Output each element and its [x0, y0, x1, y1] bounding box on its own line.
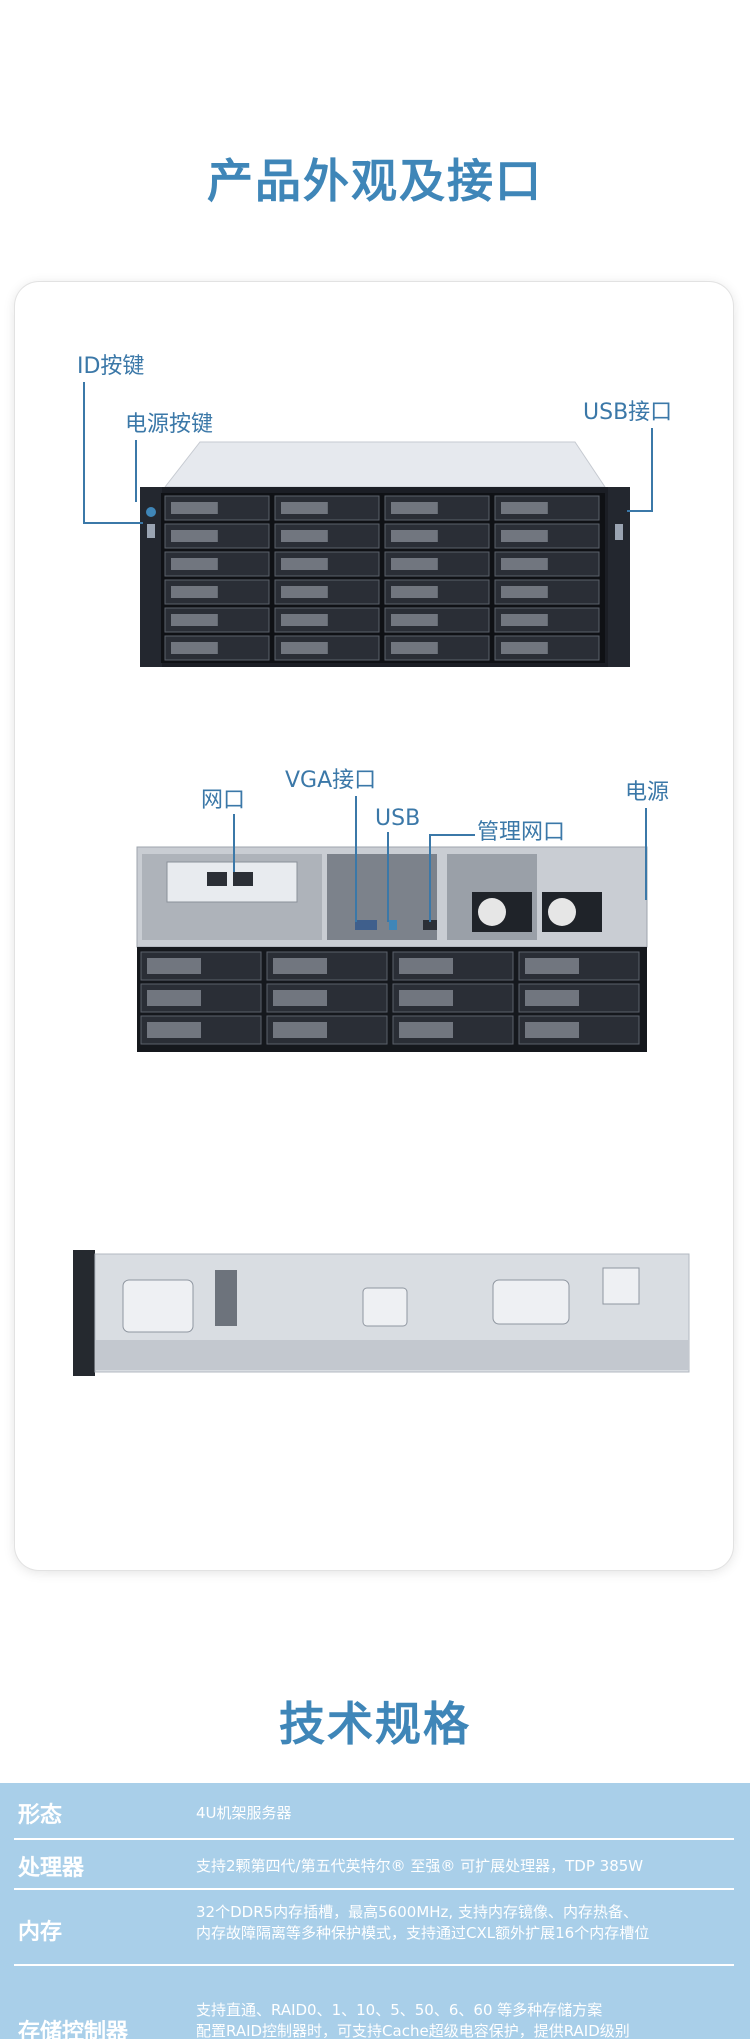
- power-button-callout-line: [135, 440, 137, 502]
- product-appearance-card: ID按键 电源按键 USB接口 网口 VGA接口 USB 管理网口 电源: [15, 282, 733, 1570]
- server-front-image: [140, 441, 630, 667]
- network-port-callout-line: [233, 814, 235, 872]
- id-button-callout-line: [83, 382, 85, 524]
- spec-divider: [14, 1838, 734, 1840]
- network-port-label: 网口: [201, 788, 246, 813]
- spec-value: 32个DDR5内存插槽，最高5600MHz, 支持内存镜像、内存热备、: [196, 1903, 638, 1921]
- spec-value: 4U机架服务器: [196, 1804, 292, 1822]
- power-button-label: 电源按键: [125, 412, 214, 437]
- spec-label: 形态: [18, 1803, 63, 1828]
- spec-table: 形态 4U机架服务器 处理器 支持2颗第四代/第五代英特尔® 至强® 可扩展处理…: [0, 1783, 750, 2039]
- usb-port-callout-line-h: [627, 510, 653, 512]
- section-title-spec: 技术规格: [279, 1697, 471, 1751]
- spec-divider: [14, 1964, 734, 1966]
- spec-value: 配置RAID控制器时，可支持Cache超级电容保护，提供RAID级别: [196, 2022, 630, 2039]
- spec-value: 支持直通、RAID0、1、10、5、50、6、60 等多种存储方案: [196, 2001, 603, 2019]
- server-rear-image: [136, 846, 648, 1052]
- usb-label: USB: [375, 806, 421, 831]
- spec-value: 内存故障隔离等多种保护模式，支持通过CXL额外扩展16个内存槽位: [196, 1924, 650, 1942]
- spec-label: 内存: [18, 1920, 63, 1945]
- usb-port-label: USB接口: [583, 400, 673, 425]
- mgmt-port-callout-line-h: [429, 834, 475, 836]
- spec-label: 存储控制器: [18, 2020, 129, 2039]
- id-button-label: ID按键: [77, 354, 145, 379]
- power-supply-callout-line: [645, 808, 647, 900]
- server-side-image: [73, 1250, 690, 1376]
- spec-label: 处理器: [18, 1856, 85, 1881]
- usb-callout-line: [387, 832, 389, 922]
- mgmt-port-label: 管理网口: [477, 820, 566, 845]
- mgmt-port-callout-line: [429, 834, 431, 922]
- spec-value: 支持2颗第四代/第五代英特尔® 至强® 可扩展处理器，TDP 385W: [196, 1857, 644, 1875]
- id-button-callout-line-h: [83, 522, 143, 524]
- section-title-appearance: 产品外观及接口: [207, 154, 543, 208]
- vga-port-label: VGA接口: [285, 768, 377, 793]
- power-supply-label: 电源: [625, 780, 670, 805]
- spec-divider: [14, 1888, 734, 1890]
- vga-port-callout-line: [355, 796, 357, 922]
- usb-port-callout-line: [651, 428, 653, 512]
